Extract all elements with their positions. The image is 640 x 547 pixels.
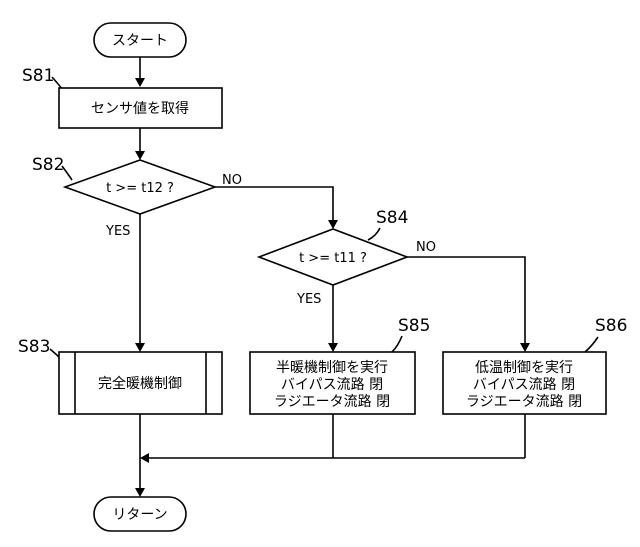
step-leader-s82	[61, 165, 73, 181]
step-id-s83: S83	[18, 337, 50, 357]
connector	[215, 186, 334, 222]
arrowhead	[328, 343, 338, 352]
arrowhead	[520, 343, 530, 352]
process-s86-line2: バイパス流路 閉	[473, 377, 575, 393]
process-s86	[442, 351, 607, 415]
arrowhead	[140, 453, 149, 463]
step-id-s85: S85	[398, 316, 430, 336]
process-s85-line2: バイパス流路 閉	[281, 377, 383, 393]
process-s81-label: センサ値を取得	[91, 100, 189, 117]
process-s85-line3: ラジエータ流路 閉	[274, 394, 390, 410]
step-leader-s84	[367, 227, 381, 241]
decision-s82-no: NO	[222, 173, 242, 188]
decision-s82-label: t >= t12 ?	[106, 181, 174, 196]
return-label: リターン	[112, 507, 167, 523]
process-s83-label: 完全暖機制御	[98, 375, 182, 392]
step-leader-s86	[584, 336, 599, 353]
process-s81	[58, 87, 223, 129]
process-s85-line1: 半暖機制御を実行	[276, 360, 388, 376]
connector	[407, 256, 526, 345]
step-id-s81: S81	[22, 66, 54, 86]
decision-s84-yes: YES	[296, 292, 321, 307]
decision-s84-no: NO	[416, 240, 436, 255]
return-terminal	[93, 496, 187, 532]
decision-s84-label: t >= t11 ?	[299, 251, 367, 266]
step-leader-s85	[391, 335, 403, 353]
process-s86-line1: 低温制御を実行	[475, 360, 573, 376]
arrowhead	[135, 78, 145, 87]
start-label: スタート	[112, 33, 168, 49]
step-id-s82: S82	[32, 155, 64, 175]
arrowhead	[135, 343, 145, 352]
arrowhead	[135, 488, 145, 497]
process-s83	[58, 351, 223, 415]
process-s86-line3: ラジエータ流路 閉	[466, 394, 582, 410]
step-id-s86: S86	[595, 316, 627, 336]
arrowhead	[328, 220, 338, 229]
arrowhead	[135, 151, 145, 160]
decision-s82-yes: YES	[105, 224, 130, 239]
process-s85	[249, 351, 416, 415]
step-id-s84: S84	[376, 208, 408, 228]
